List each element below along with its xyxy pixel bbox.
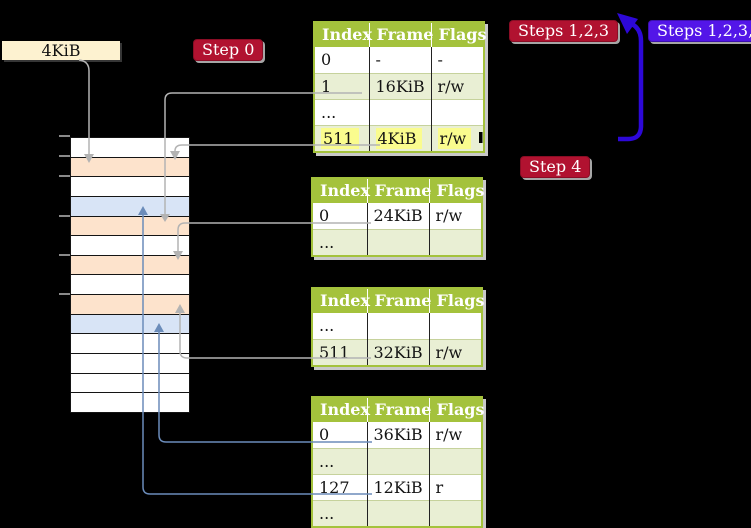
frame-cell: 4KiB (368, 124, 431, 151)
page-table-level4: Index Frame Flags 0 - - 1 16KiB r/w ... (313, 21, 487, 153)
flags-cell: r/w (428, 203, 481, 229)
steps1234-badge: Steps 1,2,3,4 (648, 20, 751, 42)
table-row: 511 32KiB r/w (313, 338, 481, 365)
index-cell: ... (313, 499, 367, 526)
highlighted-value: 511 (321, 127, 359, 149)
memory-frame-row-white (71, 236, 189, 256)
memory-tick (59, 254, 70, 256)
frame-cell (366, 447, 429, 474)
index-column-header: Index (315, 23, 372, 47)
frame-cell: 36KiB (366, 422, 429, 448)
index-cell: 1 (315, 72, 369, 99)
index-cell: 127 (313, 473, 367, 500)
steps123-badge: Steps 1,2,3 (509, 20, 619, 42)
table-row-recursive-entry: 511 4KiB r/w (315, 124, 483, 151)
table-header-row: Index Frame Flags (315, 23, 487, 47)
flags-cell (430, 98, 483, 125)
flags-cell: r/w (428, 422, 481, 448)
frame-column-header: Frame (366, 289, 431, 313)
flags-cell: r (428, 473, 481, 500)
index-cell: ... (315, 98, 369, 125)
flags-cell (428, 313, 481, 339)
memory-frame-row-white (71, 177, 189, 197)
memory-frame-row-peach (71, 295, 189, 315)
index-cell: ... (319, 316, 335, 336)
flags-cell: - (430, 47, 483, 73)
table-row: ... (315, 98, 483, 125)
table-row: ... (313, 447, 481, 474)
table-row: ... (313, 499, 481, 526)
frame-cell (366, 313, 429, 339)
frame-cell: 12KiB (366, 473, 429, 500)
frame-cell: 16KiB (368, 72, 431, 99)
index-column-header: Index (313, 179, 370, 203)
frame-cell (366, 228, 429, 255)
flags-cell (428, 447, 481, 474)
recursive-loop-arrow (617, 13, 644, 142)
index-cell: 0 (319, 206, 330, 226)
step0-badge: Step 0 (193, 39, 264, 61)
table-header-row: Index Frame Flags (313, 179, 485, 203)
index-cell: 0 (319, 425, 330, 445)
index-column-header: Index (313, 398, 370, 422)
flags-column-header: Flags (428, 179, 485, 203)
physical-memory-column (70, 137, 190, 413)
memory-frame-row-white (71, 275, 189, 296)
step4-badge: Step 4 (520, 156, 591, 178)
page-table-level1: Index Frame Flags 0 36KiB r/w ... 127 12… (311, 396, 485, 528)
memory-frame-row-peach (71, 255, 189, 276)
flags-cell (428, 228, 481, 255)
flags-column-header: Flags (430, 23, 487, 47)
memory-frame-row-white (71, 354, 189, 374)
frame-cell: - (368, 47, 431, 73)
memory-frame-row-peach (71, 157, 189, 178)
page-size-box: 4KiB (2, 41, 120, 60)
memory-frame-row-peach (71, 216, 189, 237)
index-cell: 0 (321, 50, 332, 70)
memory-frame-row-white (71, 393, 189, 412)
table-header-row: Index Frame Flags (313, 289, 485, 313)
table-row: 0 - - (315, 47, 483, 73)
page-table-level2: Index Frame Flags ... 511 32KiB r/w (311, 287, 485, 367)
table-row: 0 24KiB r/w (313, 203, 481, 229)
memory-frame-row-white (71, 373, 189, 394)
table-row: 0 36KiB r/w (313, 422, 481, 448)
highlighted-value: r/w (437, 127, 472, 149)
page-table-level3: Index Frame Flags 0 24KiB r/w ... (311, 177, 485, 257)
flags-cell: r/w (430, 72, 483, 99)
memory-tick (59, 135, 70, 137)
index-cell: 511 (313, 338, 367, 365)
table-row: ... (313, 313, 481, 339)
memory-tick (59, 175, 70, 177)
frame-column-header: Frame (366, 398, 431, 422)
table-row: 1 16KiB r/w (315, 72, 483, 99)
memory-tick (59, 215, 70, 217)
frame-cell: 32KiB (366, 338, 429, 365)
memory-frame-row-blue (71, 314, 189, 335)
table-row: 127 12KiB r (313, 473, 481, 500)
index-cell: ... (313, 228, 367, 255)
highlighted-value: 4KiB (375, 127, 422, 149)
table-row: ... (313, 228, 481, 255)
frame-cell (368, 98, 431, 125)
frame-cell: 24KiB (366, 203, 429, 229)
flags-cell: r/w (430, 124, 483, 151)
index-cell: 511 (315, 124, 369, 151)
index-column-header: Index (313, 289, 370, 313)
flags-column-header: Flags (428, 398, 485, 422)
index-cell: ... (313, 447, 367, 474)
memory-frame-row-blue (71, 196, 189, 217)
table-header-row: Index Frame Flags (313, 398, 485, 422)
frame-column-header: Frame (368, 23, 433, 47)
frame-cell (366, 499, 429, 526)
memory-tick (59, 155, 70, 157)
memory-frame-row-white (71, 138, 189, 158)
memory-tick (59, 293, 70, 295)
frame-column-header: Frame (366, 179, 431, 203)
flags-column-header: Flags (428, 289, 485, 313)
flags-cell: r/w (428, 338, 481, 365)
flags-cell (428, 499, 481, 526)
memory-frame-row-white (71, 334, 189, 355)
